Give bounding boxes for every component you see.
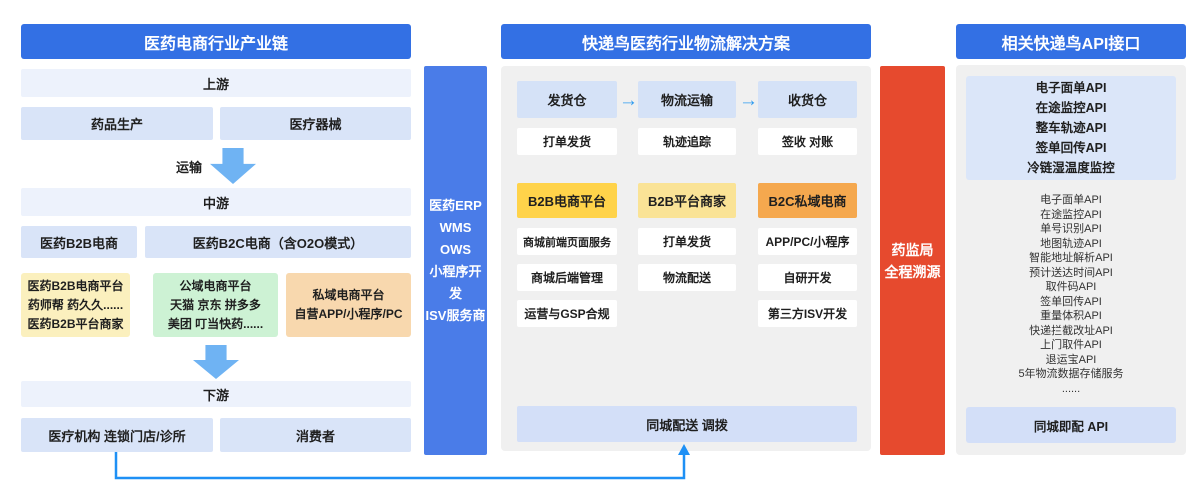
box-logistics-transport: 物流运输 (638, 81, 736, 118)
api-list: 电子面单API 在途监控API 单号识别API 地图轨迹API 智能地址解析AP… (966, 193, 1176, 396)
col2-item: 物流配送 (638, 264, 736, 291)
col-b2c-private-header: B2C私域电商 (758, 183, 857, 218)
private-platform-line: 私域电商平台 (312, 288, 385, 302)
transport-row: 运输 (21, 146, 411, 186)
box-consumers: 消费者 (220, 418, 411, 452)
col3-item: 第三方ISV开发 (758, 300, 857, 327)
b2b-platform-line: 药师帮 药久久...... (27, 297, 124, 312)
public-platform-line: 美团 叮当快药...... (167, 316, 264, 331)
box-private-platforms: 私域电商平台 自营APP/小程序/PC (286, 273, 411, 337)
box-b2b-platforms: 医药B2B电商平台 药师帮 药久久...... 医药B2B平台商家 (21, 273, 130, 337)
col-b2b-merchant-header: B2B平台商家 (638, 183, 736, 218)
api-list-item: 智能地址解析API (1029, 252, 1113, 264)
api-list-item: 取件码API (1045, 281, 1097, 293)
featured-api-line: 冷链湿温度监控 (1027, 161, 1115, 175)
erp-bar-line: ISV服务商 (425, 307, 486, 323)
public-platform-line: 天猫 京东 拼多多 (170, 297, 261, 312)
box-medical-institutions: 医疗机构 连锁门店/诊所 (21, 418, 213, 452)
col1-item: 运营与GSP合规 (517, 300, 617, 327)
box-same-city-delivery: 同城配送 调拨 (517, 406, 857, 442)
col3-item: 自研开发 (758, 264, 857, 291)
public-platform-line: 公域电商平台 (179, 278, 252, 293)
api-list-item: 上门取件API (1040, 339, 1102, 351)
erp-service-bar: 医药ERP WMS OWS 小程序开发 ISV服务商 (424, 66, 487, 455)
col1-item: 商城后端管理 (517, 264, 617, 291)
box-print-ship: 打单发货 (517, 128, 617, 155)
api-list-item: 签单回传API (1040, 295, 1102, 308)
band-midstream: 中游 (21, 188, 411, 216)
api-list-item: 重量体积API (1040, 310, 1102, 322)
api-list-item: 单号识别API (1040, 223, 1102, 235)
band-upstream: 上游 (21, 69, 411, 97)
box-receiving-warehouse: 收货仓 (758, 81, 857, 118)
regulator-bar: 药监局 全程溯源 (880, 66, 945, 455)
api-list-item: 地图轨迹API (1040, 237, 1102, 250)
b2b-platform-line: 医药B2B平台商家 (27, 316, 124, 331)
featured-api-box: 电子面单API 在途监控API 整车轨迹API 签单回传API 冷链湿温度监控 (966, 76, 1176, 180)
box-track-trace: 轨迹追踪 (638, 128, 736, 155)
api-list-item: 退运宝API (1045, 353, 1097, 366)
down-arrow-icon (210, 148, 256, 184)
api-list-item: 5年物流数据存储服务 (1018, 368, 1124, 380)
col1-item: 商城前端页面服务 (517, 228, 617, 255)
erp-bar-line: 医药ERP (429, 197, 482, 213)
middle-panel: 发货仓 → 物流运输 → 收货仓 打单发货 轨迹追踪 签收 对账 B2B电商平台… (501, 66, 871, 451)
featured-api-line: 整车轨迹API (1035, 121, 1107, 135)
down-arrow-icon (193, 345, 239, 379)
transport-label: 运输 (175, 159, 202, 175)
erp-bar-line: 小程序开发 (429, 263, 482, 301)
api-list-item: 快递拦截改址API (1029, 324, 1113, 337)
flow-arrow-icon: → (739, 90, 758, 111)
regulator-bar-line: 全程溯源 (884, 263, 941, 280)
api-list-item: ...... (1061, 382, 1081, 395)
left-panel-title: 医药电商行业产业链 (21, 24, 411, 59)
left-panel: 医药电商行业产业链 上游 药品生产 医疗器械 运输 中游 医药B2B电商 医药B… (21, 24, 411, 452)
api-list-item: 在途监控API (1040, 208, 1102, 221)
right-panel-title: 相关快递鸟API接口 (956, 24, 1186, 59)
right-panel: 电子面单API 在途监控API 整车轨迹API 签单回传API 冷链湿温度监控 … (956, 65, 1186, 455)
box-same-city-api: 同城即配 API (966, 407, 1176, 443)
band-downstream: 下游 (21, 381, 411, 407)
box-b2b-ecommerce: 医药B2B电商 (21, 226, 137, 258)
erp-bar-line: WMS (439, 219, 472, 235)
box-shipping-warehouse: 发货仓 (517, 81, 617, 118)
box-public-platforms: 公域电商平台 天猫 京东 拼多多 美团 叮当快药...... (153, 273, 278, 337)
col3-item: APP/PC/小程序 (758, 228, 857, 255)
box-medical-devices: 医疗器械 (220, 107, 411, 140)
box-b2c-ecommerce: 医药B2C电商（含O2O模式） (145, 226, 411, 258)
featured-api-line: 签单回传API (1035, 141, 1107, 155)
col-b2b-platform-header: B2B电商平台 (517, 183, 617, 218)
featured-api-line: 在途监控API (1035, 101, 1107, 115)
col2-item: 打单发货 (638, 228, 736, 255)
b2b-platform-line: 医药B2B电商平台 (27, 278, 124, 293)
flow-arrow-icon: → (619, 90, 638, 111)
api-list-item: 电子面单API (1040, 194, 1102, 206)
regulator-bar-line: 药监局 (891, 241, 934, 258)
featured-api-line: 电子面单API (1035, 81, 1107, 95)
api-list-item: 预计送达时间API (1029, 266, 1113, 279)
middle-panel-title: 快递鸟医药行业物流解决方案 (501, 24, 871, 59)
box-sign-reconcile: 签收 对账 (758, 128, 857, 155)
private-platform-line: 自营APP/小程序/PC (294, 307, 403, 321)
box-drug-production: 药品生产 (21, 107, 213, 140)
erp-bar-line: OWS (439, 241, 472, 257)
